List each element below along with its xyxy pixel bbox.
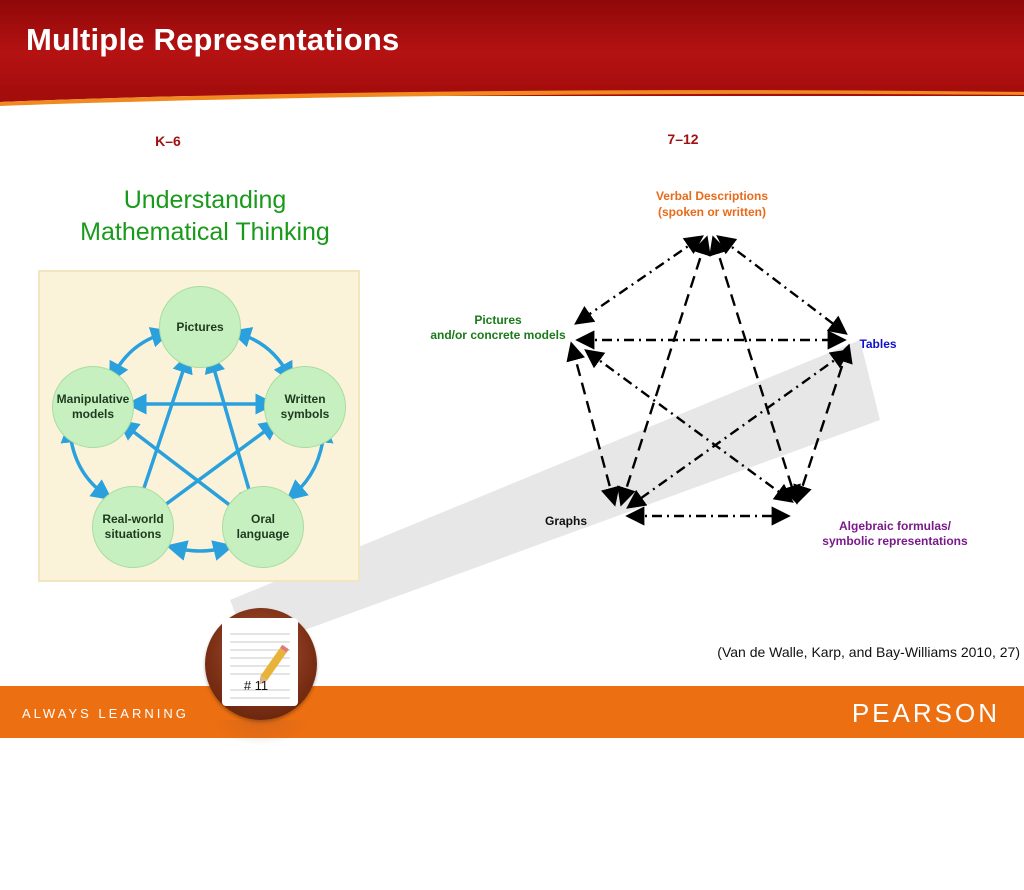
verbal-line-1: Verbal Descriptions xyxy=(655,189,769,203)
heading-line-1: Understanding xyxy=(123,186,287,214)
node-label: Pictures xyxy=(176,319,224,334)
node-label: symbols xyxy=(280,407,330,421)
k6-arrows xyxy=(60,327,334,561)
grade-712-label: 7–12 xyxy=(667,131,699,147)
label-algebraic: Algebraic formulas/ symbolic representat… xyxy=(800,519,990,549)
node-label: Written xyxy=(284,392,326,406)
node-pictures: Pictures xyxy=(159,286,241,368)
pictures-line-1: Pictures xyxy=(474,313,522,327)
label-graphs: Graphs xyxy=(544,514,587,528)
notepad-icon xyxy=(222,618,298,706)
node-label: situations xyxy=(104,527,162,541)
pearson-logo-text: PEARSON xyxy=(851,698,1000,728)
badge-reflection xyxy=(212,720,310,746)
pictures-line-2: and/or concrete models xyxy=(430,328,566,342)
heading-line-2: Mathematical Thinking xyxy=(80,218,330,246)
page-title: Multiple Representations xyxy=(26,22,400,57)
node-label: models xyxy=(71,407,114,421)
always-learning-tagline: ALWAYS LEARNING xyxy=(22,706,189,721)
verbal-line-2: (spoken or written) xyxy=(657,205,766,219)
label-tables: Tables xyxy=(859,337,897,351)
algebraic-line-2: symbolic representations xyxy=(822,534,968,548)
label-pictures: Pictures and/or concrete models xyxy=(420,313,576,343)
node-label: Oral xyxy=(250,512,275,526)
header-swoosh xyxy=(0,86,1024,106)
node-label: language xyxy=(236,527,290,541)
algebraic-line-1: Algebraic formulas/ xyxy=(838,519,952,533)
notepad-lines xyxy=(230,633,290,699)
slide-number: # 11 xyxy=(243,678,269,693)
node-label: Manipulative xyxy=(56,392,130,406)
understanding-heading: Understanding Mathematical Thinking xyxy=(50,184,360,248)
citation-text: (Van de Walle, Karp, and Bay-Williams 20… xyxy=(717,644,1020,660)
label-verbal-descriptions: Verbal Descriptions (spoken or written) xyxy=(612,188,812,220)
header-bar xyxy=(0,0,1024,96)
node-label: Real-world xyxy=(102,512,164,526)
grade-k6-label: K–6 xyxy=(155,133,181,149)
footer-bar: ALWAYS LEARNING PEARSON xyxy=(0,686,1024,738)
